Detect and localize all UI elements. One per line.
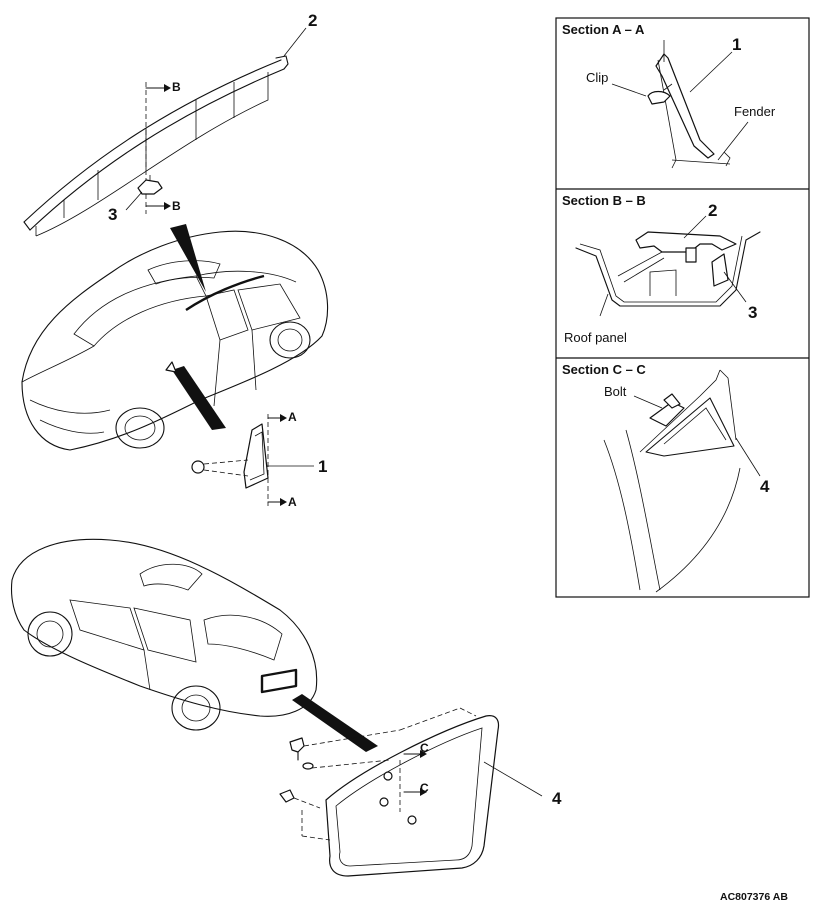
sunroof-sedan (147, 260, 221, 285)
section-a-fender-label: Fender (734, 104, 776, 119)
reference-code: AC807376 AB (720, 891, 788, 903)
section-a-molding (655, 53, 715, 159)
roof-molding-end-cap (275, 55, 289, 70)
roof-molding-lower-edge (29, 68, 285, 231)
section-b-b (575, 215, 761, 317)
section-arrow-c-upper: C (420, 741, 429, 755)
pointer-to-garnish (292, 694, 378, 752)
section-a-clip (647, 90, 671, 105)
section-a-clip-label: Clip (586, 70, 608, 85)
section-arrow-b-upper: B (172, 80, 181, 94)
sedan-front-wheel (115, 407, 165, 449)
section-arrow-a-upper: A (288, 410, 297, 424)
hatch-rear-wheel (171, 685, 221, 731)
leader-2 (283, 27, 307, 57)
sedan-roof-molding-highlight (185, 274, 265, 311)
garnish-group (279, 707, 543, 877)
section-arrow-a-lower: A (288, 495, 297, 509)
corner-piece-part (243, 423, 269, 489)
corner-piece-group (191, 414, 314, 506)
garnish-bolt (289, 737, 305, 753)
license-garnish-part (325, 715, 500, 877)
section-a-callout: 1 (732, 35, 741, 54)
section-b-title: Section B – B (562, 193, 646, 208)
corner-piece-nut (191, 460, 205, 474)
section-b-callout-3: 3 (748, 303, 757, 322)
section-c-c (603, 369, 761, 593)
leader-4 (483, 761, 543, 797)
garnish-clip (279, 789, 295, 803)
section-b-roof-label: Roof panel (564, 330, 627, 345)
roof-clip-part (137, 179, 163, 195)
leader-3 (125, 191, 143, 211)
sunroof-hatchback (139, 563, 203, 591)
pointer-to-roof-molding (170, 224, 206, 292)
section-b-clip (711, 253, 729, 287)
section-c-title: Section C – C (562, 362, 646, 377)
roof-molding-group (23, 27, 307, 237)
section-c-bolt-label: Bolt (604, 384, 627, 399)
sedan-car-outline (21, 224, 329, 451)
callout-3: 3 (108, 205, 117, 224)
section-arrow-b-lower: B (172, 199, 181, 213)
hatch-garnish-highlight (260, 668, 298, 694)
hatchback-car-outline (10, 538, 378, 752)
section-panel-frame (555, 17, 810, 598)
section-a-a (611, 40, 749, 169)
section-b-callout-2: 2 (708, 201, 717, 220)
hatch-front-wheel (27, 611, 73, 657)
callout-1: 1 (318, 457, 327, 476)
section-c-callout: 4 (760, 477, 770, 496)
roof-molding-upper-edge (23, 59, 282, 223)
section-b-roof-outer (575, 231, 761, 307)
callout-2: 2 (308, 11, 317, 30)
section-b-molding (635, 231, 737, 253)
section-arrow-c-lower: C (420, 781, 429, 795)
callout-4: 4 (552, 789, 562, 808)
sedan-rear-wheel (269, 321, 311, 359)
section-c-garnish (645, 397, 735, 457)
section-c-bolt (649, 401, 685, 427)
pointer-to-corner-piece (172, 366, 226, 430)
section-a-title: Section A – A (562, 22, 645, 37)
